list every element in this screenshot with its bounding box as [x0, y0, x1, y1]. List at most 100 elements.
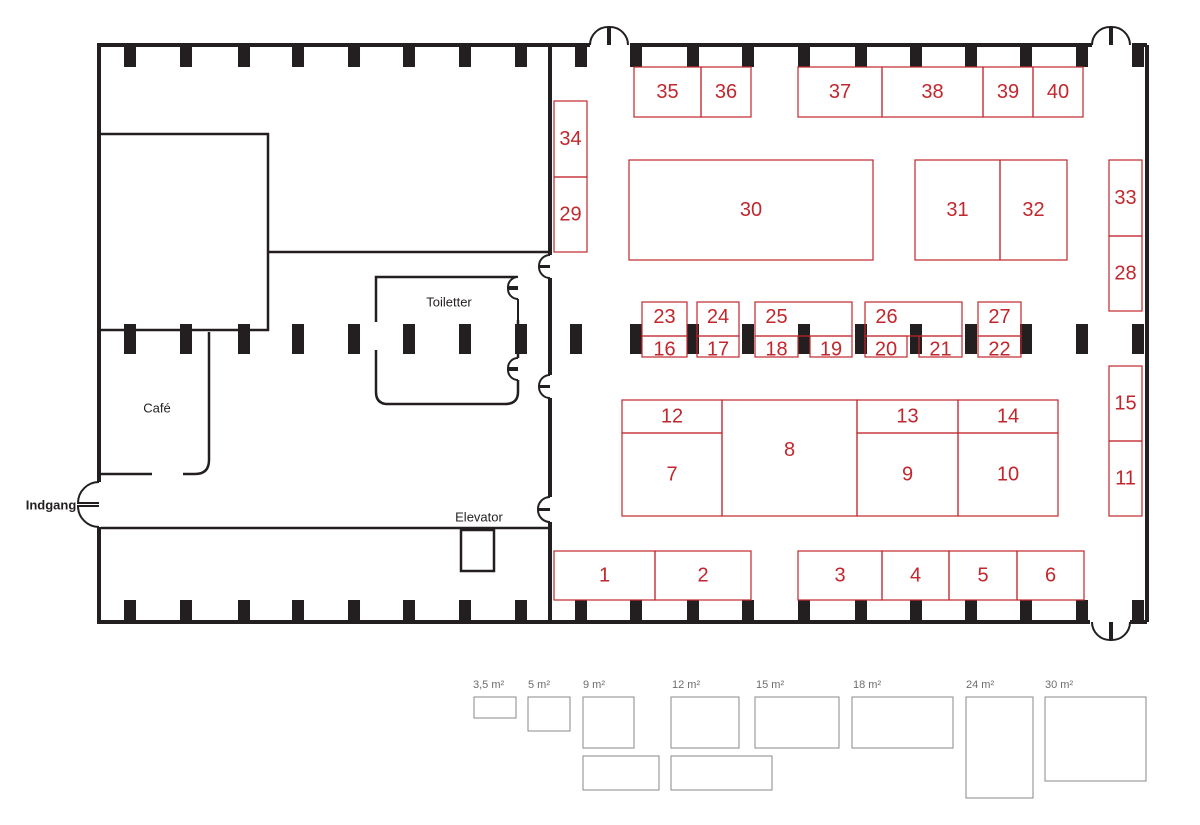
booth-33[interactable]: 33 [1108, 159, 1143, 237]
booth-37[interactable]: 37 [797, 66, 883, 118]
legend-box [851, 696, 954, 749]
booth-number: 35 [656, 81, 678, 103]
booth-17[interactable]: 17 [696, 335, 740, 361]
legend-box [1044, 696, 1147, 782]
booth-12[interactable]: 12 [621, 399, 723, 434]
booth-2[interactable]: 2 [654, 550, 752, 601]
booth-40[interactable]: 40 [1032, 66, 1084, 118]
pillar [459, 324, 471, 354]
legend-label: 3,5 m² [473, 679, 505, 691]
booth-3[interactable]: 3 [797, 550, 883, 601]
booth-30[interactable]: 30 [628, 159, 874, 261]
pillar [798, 324, 810, 354]
pillar [570, 324, 582, 354]
booth-39[interactable]: 39 [982, 66, 1034, 118]
booth-26[interactable]: 26 [864, 301, 963, 337]
booth-number: 13 [896, 406, 918, 428]
booth-number: 29 [559, 204, 581, 226]
booth-6[interactable]: 6 [1016, 550, 1085, 601]
pillar [575, 45, 587, 67]
booth-number: 22 [988, 339, 1010, 361]
booth-number: 38 [921, 81, 943, 103]
door-top-1 [589, 25, 629, 46]
outer-walls [97, 43, 1149, 624]
pillar [965, 600, 977, 622]
pillar [515, 324, 527, 354]
booth-36[interactable]: 36 [700, 66, 752, 118]
booth-8[interactable]: 8 [721, 399, 858, 517]
booth-number: 5 [977, 565, 988, 587]
pillar [798, 45, 810, 67]
booth-25[interactable]: 25 [754, 301, 853, 337]
pillar [965, 324, 977, 354]
booth-13[interactable]: 13 [856, 399, 959, 434]
booth-19[interactable]: 19 [809, 335, 853, 361]
booth-number: 3 [834, 565, 845, 587]
legend-label: 12 m² [672, 679, 700, 691]
pillar [238, 600, 250, 622]
booth-outline [628, 159, 874, 261]
pillar [180, 324, 192, 354]
booth-number: 4 [910, 565, 921, 587]
legend-label: 18 m² [853, 679, 881, 691]
booth-1[interactable]: 1 [553, 550, 656, 601]
booth-9[interactable]: 9 [856, 432, 959, 517]
booth-4[interactable]: 4 [881, 550, 950, 601]
booth-31[interactable]: 31 [914, 159, 1001, 261]
booth-number: 12 [661, 406, 683, 428]
pillar [1076, 45, 1088, 67]
booth-number: 21 [929, 339, 951, 361]
booth-number: 19 [820, 339, 842, 361]
booth-21[interactable]: 21 [918, 335, 963, 361]
pillar [1076, 600, 1088, 622]
legend-label: 5 m² [528, 679, 550, 691]
booth-29[interactable]: 29 [553, 176, 588, 253]
booth-34[interactable]: 34 [553, 100, 588, 178]
legend-box [670, 755, 773, 791]
booth-number: 14 [997, 406, 1019, 428]
pillar [910, 600, 922, 622]
room-labels: Indgang Café Toiletter Elevator [26, 295, 504, 525]
booth-11[interactable]: 11 [1108, 440, 1143, 517]
booth-32[interactable]: 32 [999, 159, 1068, 261]
booth-18[interactable]: 18 [754, 335, 799, 361]
booth-7[interactable]: 7 [621, 432, 723, 517]
pillar [1132, 45, 1144, 67]
booth-28[interactable]: 28 [1108, 235, 1143, 312]
pillar [1076, 324, 1088, 354]
booth-38[interactable]: 38 [881, 66, 984, 118]
pillar [910, 45, 922, 67]
booth-10[interactable]: 10 [957, 432, 1059, 517]
door-toilet-2 [506, 357, 519, 381]
interior-walls [101, 132, 548, 573]
pillar [630, 324, 642, 354]
legend-label: 24 m² [966, 679, 994, 691]
booth-27[interactable]: 27 [977, 301, 1022, 337]
legend-box [473, 696, 517, 719]
booth-outline [700, 66, 752, 118]
legend-entry: 9 m² [582, 679, 660, 791]
booth-number: 37 [829, 81, 851, 103]
booth-35[interactable]: 35 [633, 66, 702, 118]
booth-number: 28 [1114, 263, 1136, 285]
booth-14[interactable]: 14 [957, 399, 1059, 434]
booth-5[interactable]: 5 [948, 550, 1018, 601]
booth-15[interactable]: 15 [1108, 365, 1143, 442]
pillar [348, 45, 360, 67]
pillar [348, 600, 360, 622]
booth-22[interactable]: 22 [977, 335, 1022, 361]
legend-box [754, 696, 840, 749]
booth-16[interactable]: 16 [641, 335, 688, 361]
booth-23[interactable]: 23 [641, 301, 688, 337]
booth-outline [641, 301, 688, 337]
pillar [180, 600, 192, 622]
booth-number: 25 [765, 306, 787, 328]
booth-outline [1016, 550, 1085, 601]
booth-24[interactable]: 24 [696, 301, 740, 337]
booth-20[interactable]: 20 [864, 335, 908, 361]
pillar [403, 324, 415, 354]
pillar [855, 324, 867, 354]
pillar [124, 45, 136, 67]
door-hall-2 [537, 374, 551, 399]
